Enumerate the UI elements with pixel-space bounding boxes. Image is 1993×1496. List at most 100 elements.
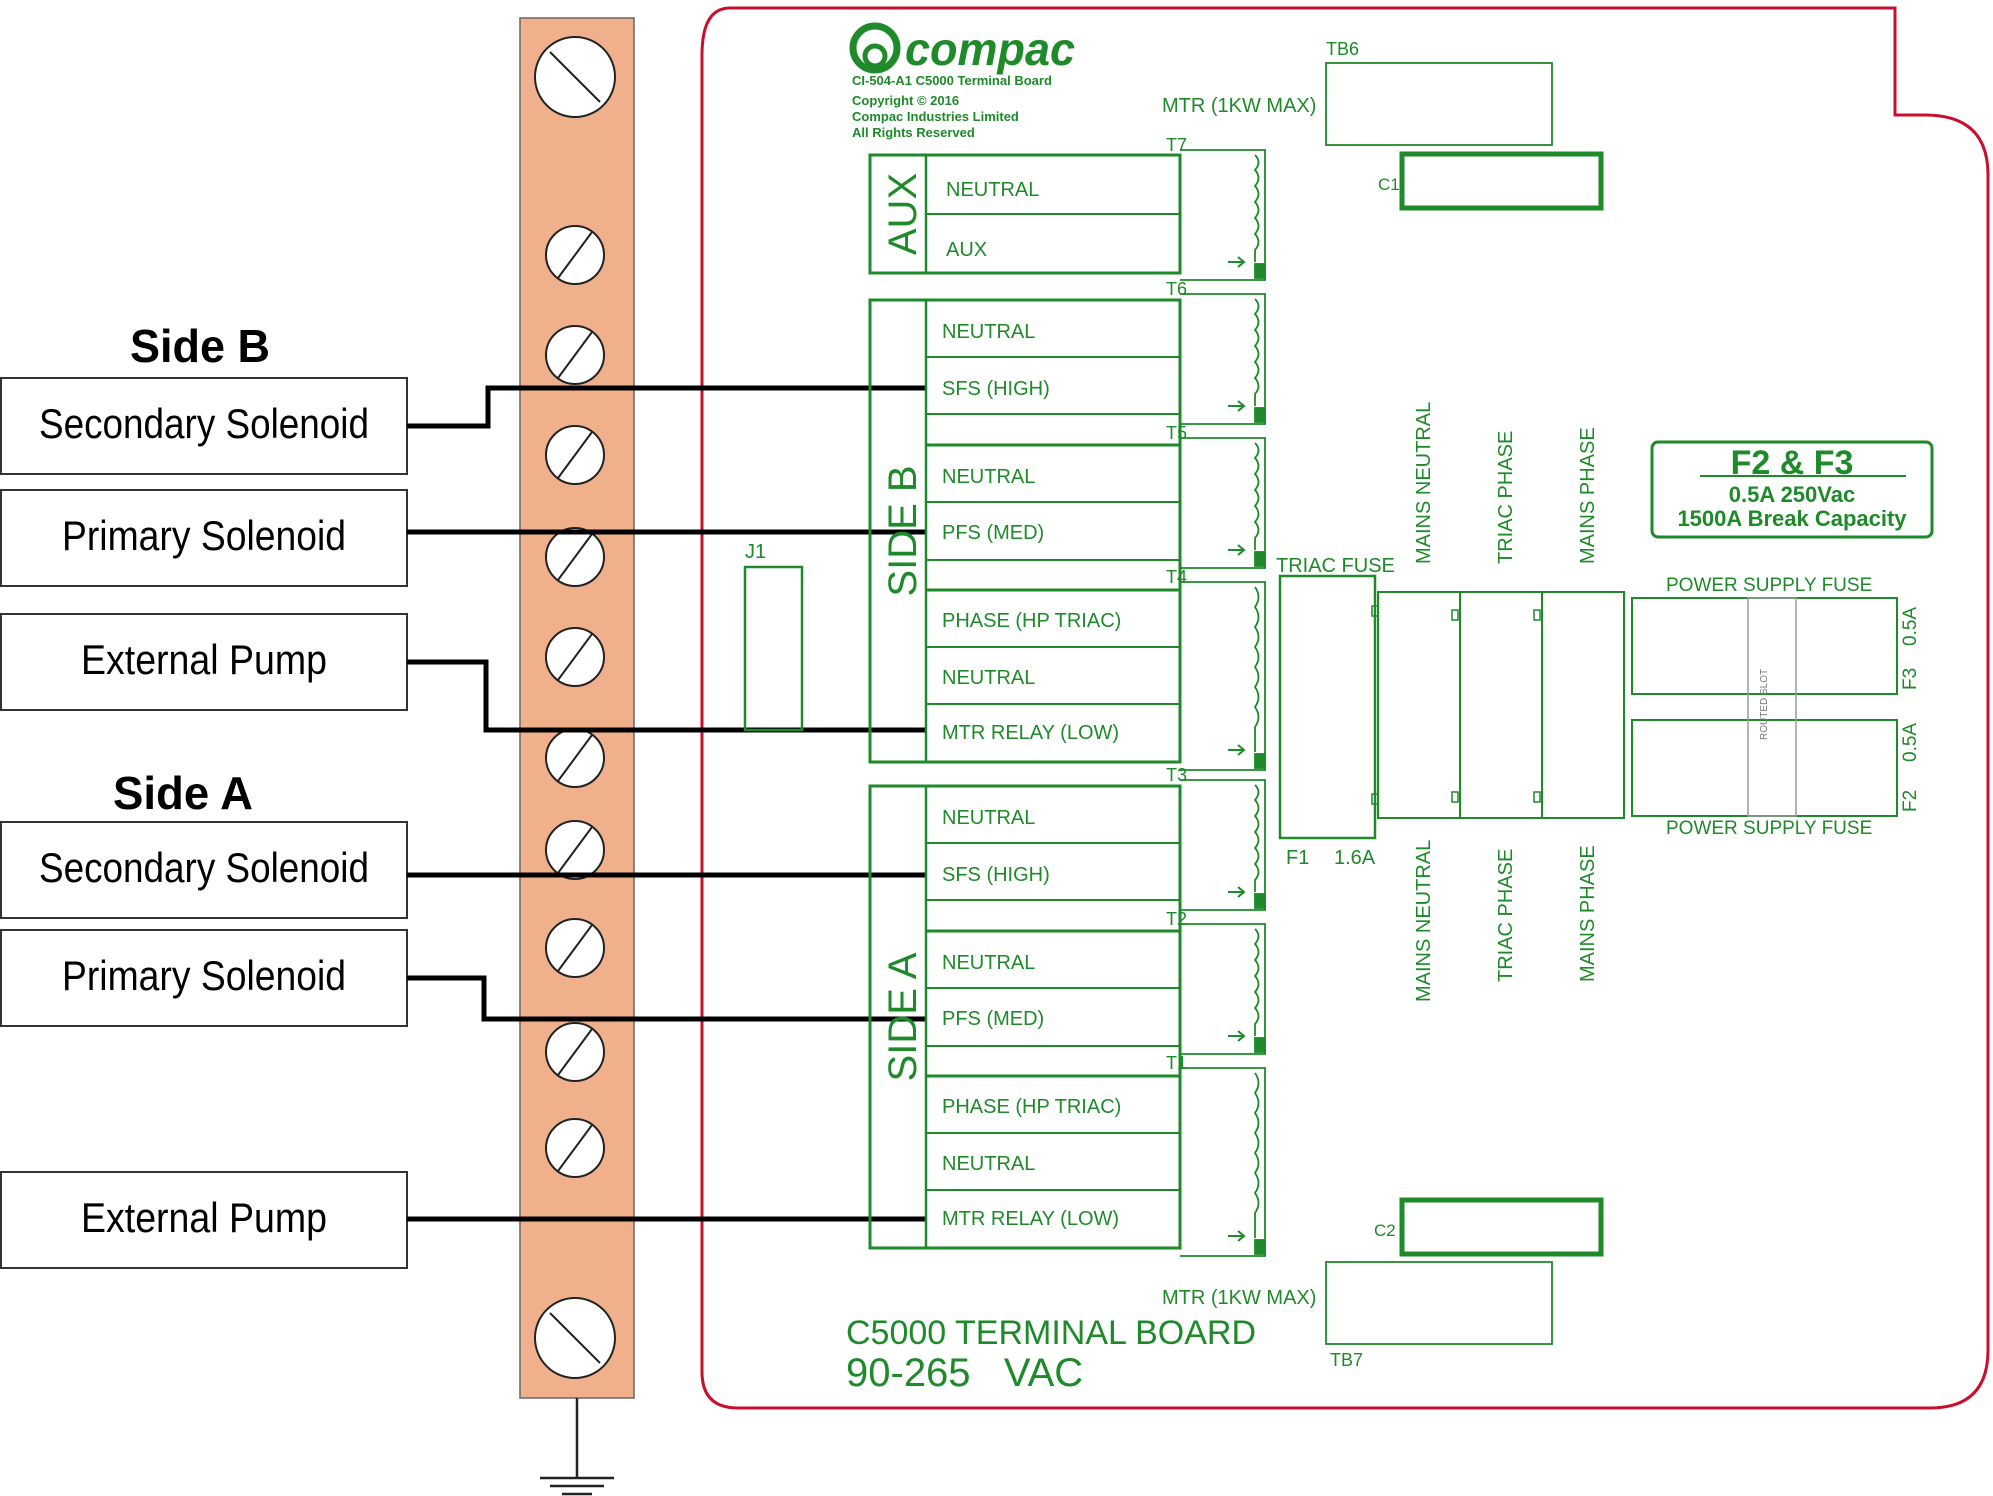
side-a-primary-box: [0, 929, 408, 1027]
psu-fuse-bottom-label: POWER SUPPLY FUSE: [1666, 818, 1872, 839]
tb6-block: [1325, 62, 1553, 146]
connector-t3: [1180, 779, 1266, 911]
board-voltage: 90-265 VAC: [846, 1351, 1083, 1395]
side-a-row-neutral-3: NEUTRAL: [942, 1153, 1035, 1175]
side-b-row-neutral-3: NEUTRAL: [942, 667, 1035, 689]
fuse-info-capacity: 1500A Break Capacity: [1677, 506, 1907, 531]
wire-b-pump: [407, 659, 926, 733]
j1-label: J1: [745, 541, 766, 563]
f3-rating: 0.5A: [1900, 607, 1921, 646]
screw-bottom: [534, 1297, 616, 1379]
triac-fuse-holder: [1278, 574, 1377, 840]
device-boxes: [0, 377, 408, 1269]
j1-header: [743, 565, 804, 732]
aux-row-neutral: NEUTRAL: [946, 179, 1039, 201]
side-b-group-label: SIDE B: [881, 465, 925, 596]
screw: [545, 527, 605, 587]
screw: [545, 820, 605, 880]
side-a-row-sfs: SFS (HIGH): [942, 864, 1050, 886]
c1-capacitor: [1399, 151, 1604, 211]
connector-t4: [1180, 581, 1266, 771]
rights: All Rights Reserved: [852, 125, 975, 140]
connector-t2: [1180, 923, 1266, 1055]
side-a-pump-label: External Pump: [81, 1194, 327, 1241]
side-b-pump-box: [0, 613, 408, 711]
side-b-pump-label: External Pump: [81, 636, 327, 683]
aux-group-label: AUX: [881, 173, 925, 255]
screw: [545, 728, 605, 788]
side-b-row-neutral-2: NEUTRAL: [942, 466, 1035, 488]
side-b-secondary-label: Secondary Solenoid: [39, 400, 369, 447]
side-a-secondary-label: Secondary Solenoid: [39, 844, 369, 891]
side-a-row-neutral-2: NEUTRAL: [942, 952, 1035, 974]
side-a-primary-label: Primary Solenoid: [62, 952, 346, 999]
f3-label: F3: [1900, 668, 1921, 690]
side-a-group-box: [868, 784, 1182, 1250]
side-b-primary-label: Primary Solenoid: [62, 512, 346, 559]
side-a-row-neutral-1: NEUTRAL: [942, 807, 1035, 829]
side-a-secondary-box: [0, 821, 408, 919]
side-b-group-box: [868, 298, 1182, 764]
mains-phase-top: MAINS PHASE: [1577, 427, 1599, 564]
triac-fuse-label: TRIAC FUSE: [1276, 555, 1395, 577]
c2-capacitor: [1399, 1197, 1604, 1257]
connector-t7: [1180, 149, 1266, 281]
fuse-info-rating: 0.5A 250Vac: [1729, 482, 1855, 507]
c2-label: C2: [1374, 1221, 1396, 1240]
tb7-label: TB7: [1330, 1350, 1363, 1370]
mtr-bottom-label: MTR (1KW MAX): [1162, 1287, 1316, 1309]
wire-b-secondary: [407, 385, 926, 429]
mtr-top-label: MTR (1KW MAX): [1162, 95, 1316, 117]
screw: [545, 1118, 605, 1178]
screw: [545, 1022, 605, 1082]
side-b-primary-box: [0, 489, 408, 587]
screw: [545, 325, 605, 385]
side-a-row-pfs: PFS (MED): [942, 1008, 1044, 1030]
t1-label: T1: [1166, 1053, 1187, 1073]
psu-fuse-top-label: POWER SUPPLY FUSE: [1666, 575, 1872, 596]
t6-label: T6: [1166, 279, 1187, 299]
mains-neutral-bottom: MAINS NEUTRAL: [1413, 840, 1435, 1002]
fuse-info-title: F2 & F3: [1731, 444, 1854, 482]
side-b-row-neutral-1: NEUTRAL: [942, 321, 1035, 343]
t5-label: T5: [1166, 423, 1187, 443]
connector-t5: [1180, 437, 1266, 569]
triac-phase-bottom: TRIAC PHASE: [1495, 849, 1517, 982]
part-number: CI-504-A1 C5000 Terminal Board: [852, 73, 1052, 88]
board-title: C5000 TERMINAL BOARD: [846, 1314, 1256, 1352]
routed-slot-label: ROUTED SLOT: [1759, 669, 1770, 740]
side-b-row-phase: PHASE (HP TRIAC): [942, 610, 1121, 632]
wires: [407, 385, 926, 1222]
screw: [545, 918, 605, 978]
tb7-block: [1325, 1261, 1553, 1345]
mains-phase-bottom: MAINS PHASE: [1577, 845, 1599, 982]
routed-slot: [1747, 597, 1797, 817]
connector-t1: [1180, 1067, 1266, 1257]
side-b-row-pfs: PFS (MED): [942, 522, 1044, 544]
terminal-board-outline: [700, 6, 1990, 1410]
copyright: Copyright © 2016: [852, 93, 959, 108]
compac-logo-icon: [849, 22, 901, 74]
terminal-strip: [519, 17, 635, 1399]
tb6-label: TB6: [1326, 39, 1359, 59]
screw: [545, 627, 605, 687]
triac-phase-top: TRIAC PHASE: [1495, 431, 1517, 564]
terminal-screws: [534, 36, 616, 1379]
c1-label: C1: [1378, 175, 1400, 194]
screw: [545, 425, 605, 485]
side-b-row-sfs: SFS (HIGH): [942, 378, 1050, 400]
fuse-info-box: [1650, 440, 1934, 539]
side-b-title: Side B: [130, 320, 270, 372]
mains-terminal-block: [1377, 591, 1625, 819]
t3-label: T3: [1166, 765, 1187, 785]
f2-label: F2: [1900, 790, 1921, 812]
t4-label: T4: [1166, 567, 1187, 587]
side-a-row-mtr-relay: MTR RELAY (LOW): [942, 1208, 1119, 1230]
f1-label: F1: [1286, 847, 1309, 869]
side-a-pump-box: [0, 1171, 408, 1269]
t2-label: T2: [1166, 909, 1187, 929]
wire-a-primary: [407, 975, 926, 1022]
side-a-title: Side A: [113, 767, 253, 819]
connector-t6: [1180, 293, 1266, 425]
